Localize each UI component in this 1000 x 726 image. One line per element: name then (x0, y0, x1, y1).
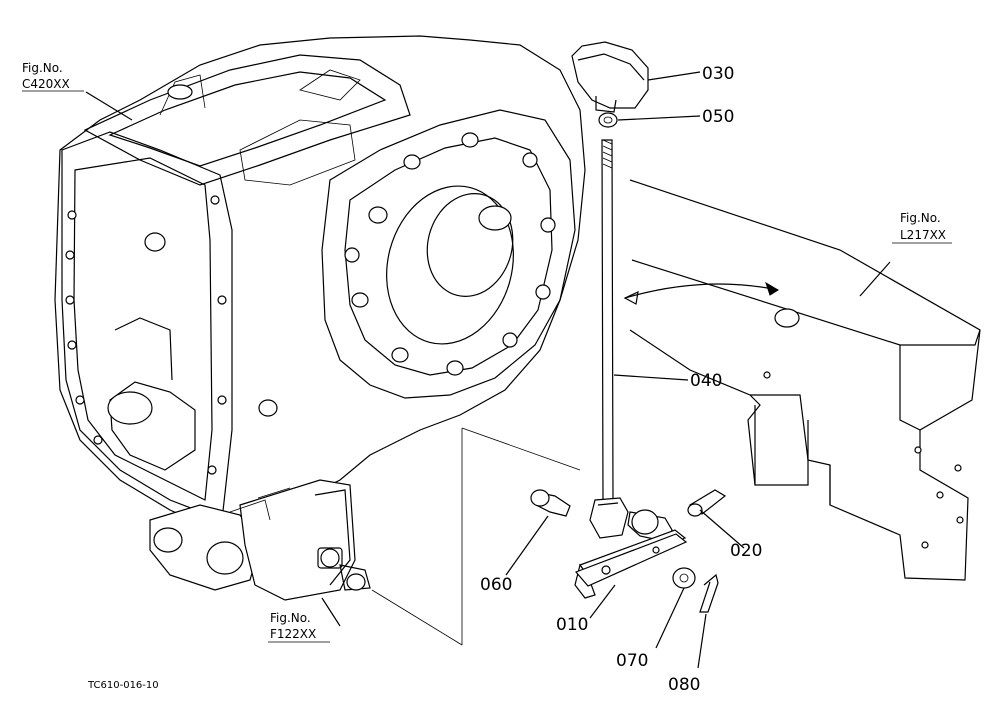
nut-part-050 (598, 112, 618, 128)
assembly-guides (371, 281, 779, 646)
fig-ref-l217-line2: L217XX (900, 228, 946, 242)
fig-ref-f122-line1: Fig.No. (270, 611, 311, 625)
fig-ref-f122-line2: F122XX (270, 627, 316, 641)
knob-part-030 (571, 41, 649, 109)
fig-ref-c420-line2: C420XX (22, 77, 70, 91)
lever-assembly (530, 41, 727, 613)
rod-part-040 (601, 139, 614, 501)
fig-ref-c420-line1: Fig.No. (22, 61, 63, 75)
fig-ref-l217-line1: Fig.No. (900, 211, 941, 225)
leader-lines (85, 71, 891, 669)
figure-refs: Fig.No. C420XX Fig.No. L217XX Fig.No. F1… (22, 61, 952, 643)
washer-part-070 (672, 567, 696, 589)
label-070: 070 (616, 651, 648, 671)
part-labels: 030 050 040 020 060 010 070 080 (480, 64, 762, 695)
label-040: 040 (690, 371, 722, 391)
label-050: 050 (702, 107, 734, 127)
transmission-case (54, 35, 586, 601)
cotter-pin-part-080 (699, 573, 719, 613)
label-080: 080 (668, 675, 700, 695)
drawing-code: TC610-016-10 (87, 680, 159, 691)
cover-panel (629, 179, 981, 581)
label-060: 060 (480, 575, 512, 595)
label-010: 010 (556, 615, 588, 635)
label-030: 030 (702, 64, 734, 84)
label-020: 020 (730, 541, 762, 561)
